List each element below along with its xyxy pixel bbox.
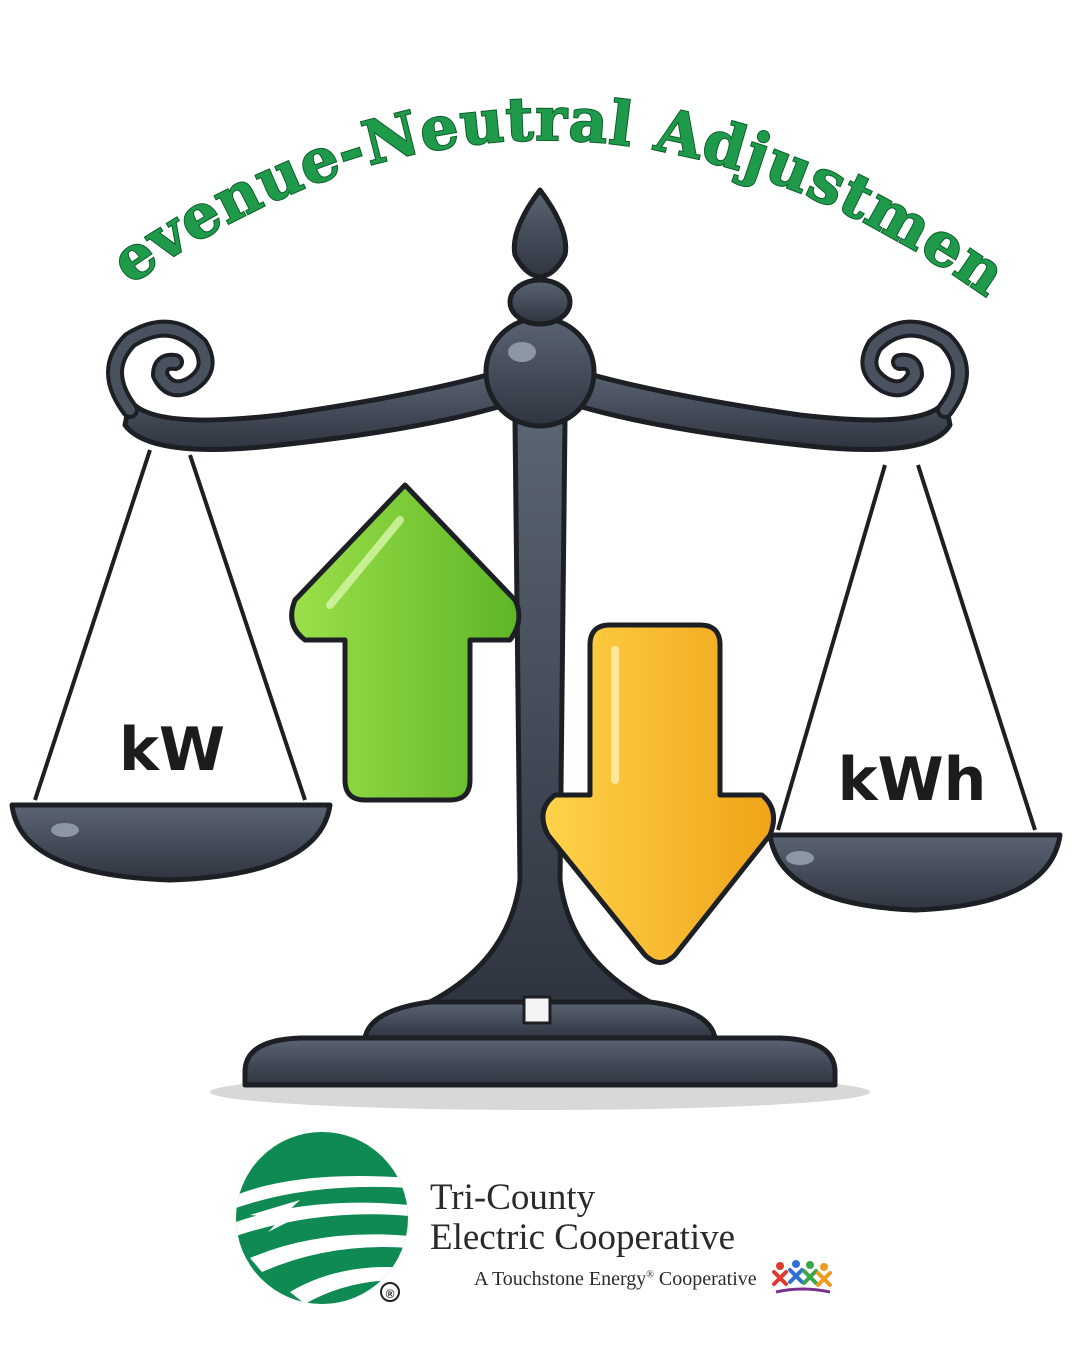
tagline: A Touchstone Energy® Cooperative bbox=[474, 1268, 757, 1291]
page-title: Revenue-Neutral Adjustment bbox=[0, 0, 1019, 311]
scale-beam bbox=[122, 367, 953, 452]
registered-mark: ® bbox=[380, 1282, 400, 1302]
scale-base bbox=[242, 1035, 838, 1088]
pillar-square bbox=[522, 995, 552, 1025]
org-name-line1: Tri-County bbox=[430, 1177, 596, 1218]
finial-lower bbox=[507, 277, 573, 327]
tagline-part1: A Touchstone Energy bbox=[474, 1268, 647, 1290]
arrow-up-icon bbox=[289, 482, 522, 803]
scale-pillar bbox=[427, 417, 653, 1005]
coop-logo-icon bbox=[236, 1132, 408, 1304]
pan-left-label: kW bbox=[119, 715, 225, 785]
pan-right-label: kWh bbox=[838, 745, 987, 815]
title-text: Revenue-Neutral Adjustment bbox=[0, 0, 1019, 312]
center-knob bbox=[483, 315, 597, 429]
pan-right bbox=[767, 832, 1063, 913]
tagline-reg: ® bbox=[646, 1269, 654, 1281]
org-name-line2: Electric Cooperative bbox=[430, 1217, 736, 1258]
scale bbox=[9, 187, 1063, 1088]
arrow-down-icon bbox=[540, 622, 777, 965]
touchstone-people-icon bbox=[772, 1260, 832, 1294]
finial-top bbox=[511, 187, 569, 280]
tagline-part2: Cooperative bbox=[653, 1268, 757, 1290]
pan-left bbox=[9, 802, 333, 883]
